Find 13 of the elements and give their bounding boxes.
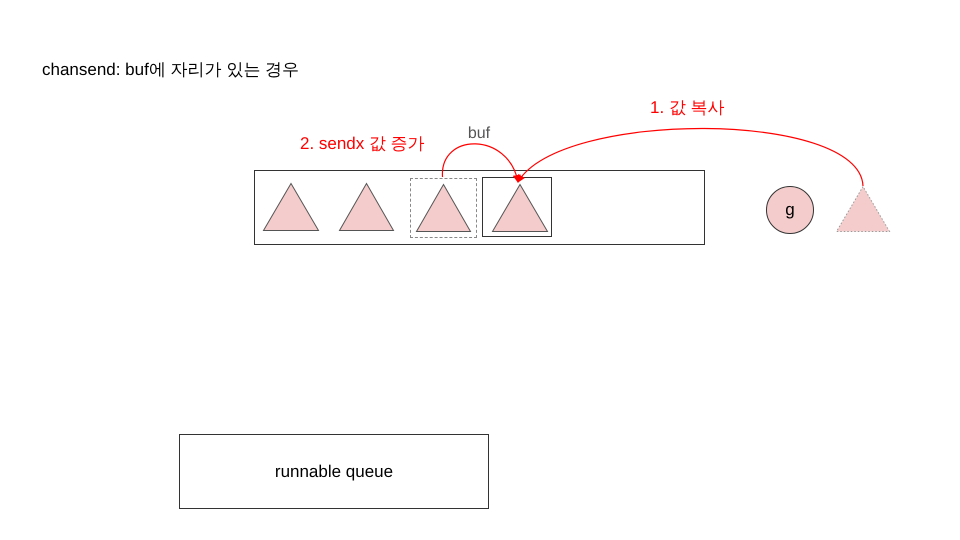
arrow	[517, 128, 864, 186]
queue-box: runnable queue	[179, 434, 489, 509]
arrow	[442, 143, 520, 183]
title: chansend: buf에 자리가 있는 경우	[42, 59, 299, 81]
slot-box	[482, 177, 552, 237]
value-triangle	[263, 183, 319, 231]
value-triangle	[339, 183, 394, 231]
slot-box	[410, 178, 477, 238]
value-triangle	[416, 184, 471, 232]
goroutine-circle: g	[766, 186, 814, 234]
buffer-label: buf	[466, 125, 492, 143]
value-triangle	[836, 186, 890, 232]
value-triangle	[492, 184, 548, 232]
